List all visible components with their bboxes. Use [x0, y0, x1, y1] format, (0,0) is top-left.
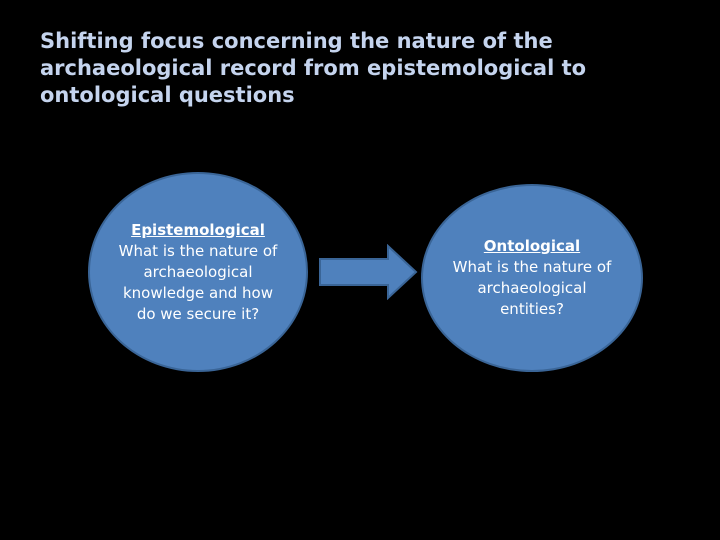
ontological-text: What is the nature of archaeological ent…: [452, 258, 612, 318]
ontological-node-content: Ontological What is the nature of archae…: [452, 236, 612, 320]
epistemological-node-content: Epistemological What is the nature of ar…: [118, 220, 278, 325]
ontological-node: Ontological What is the nature of archae…: [421, 184, 643, 372]
right-arrow-icon: [319, 244, 418, 300]
epistemological-heading: Epistemological: [131, 220, 265, 239]
arrow-shape: [319, 244, 418, 300]
ontological-heading: Ontological: [483, 237, 581, 255]
epistemological-text: What is the nature of archaeological kno…: [118, 241, 278, 323]
slide-title: Shifting focus concerning the nature of …: [40, 29, 587, 107]
epistemological-node: Epistemological What is the nature of ar…: [88, 172, 308, 372]
